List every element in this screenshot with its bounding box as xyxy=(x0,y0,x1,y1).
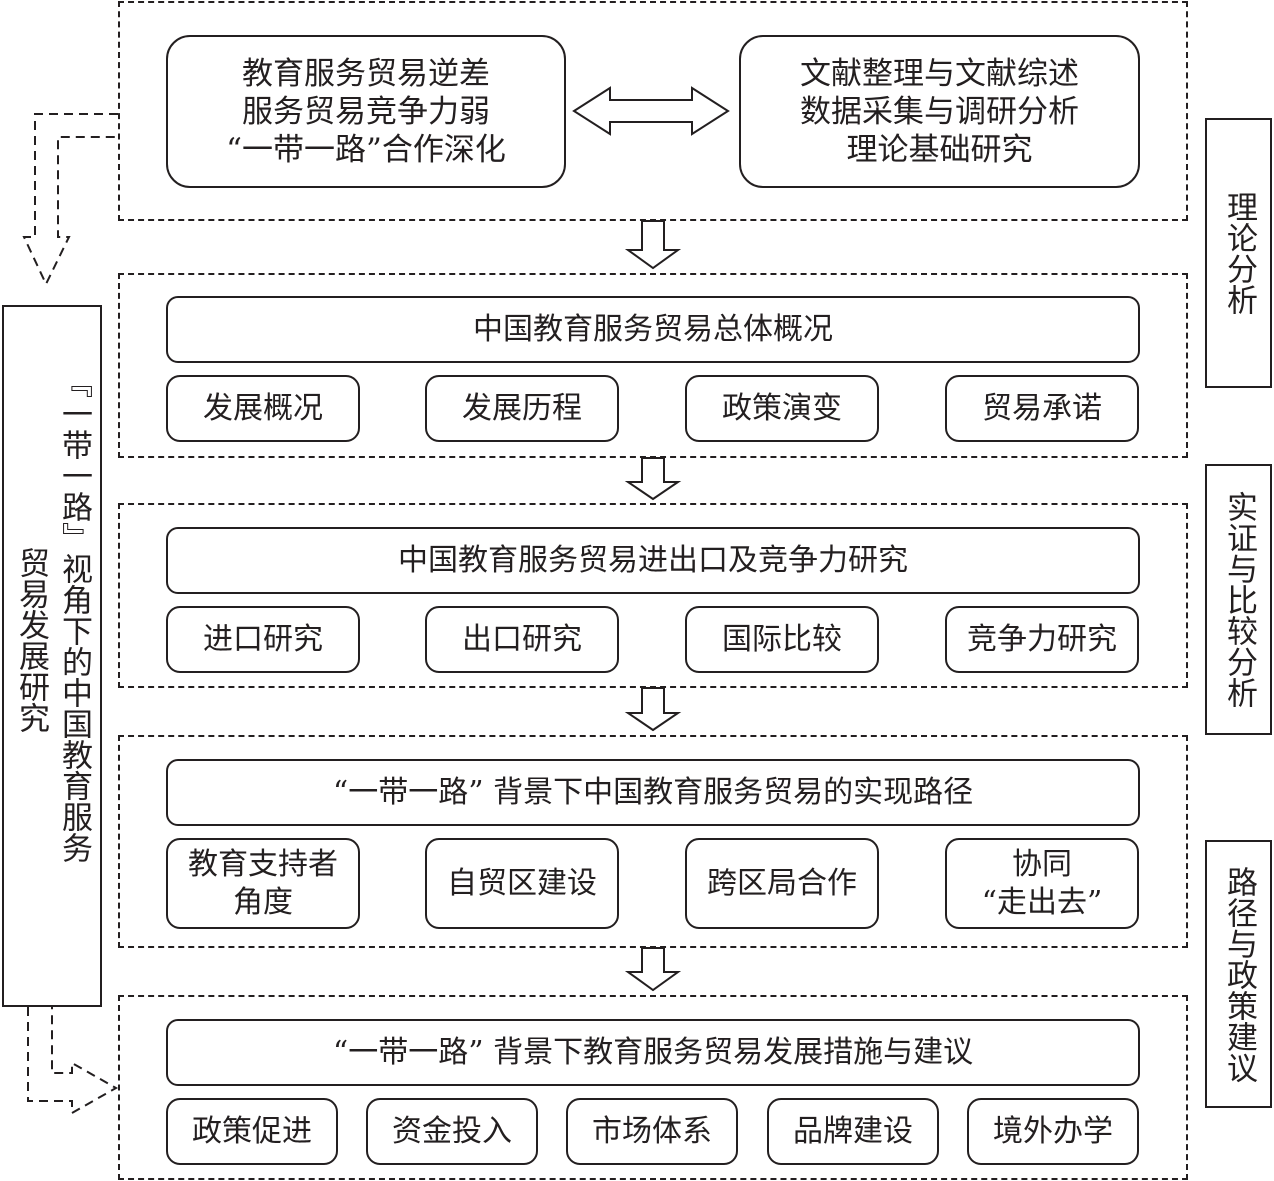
stage-label-theory: 理论分析 xyxy=(1205,118,1272,388)
overview-item: 政策演变 xyxy=(685,375,879,442)
research-topic-line2: 贸易发展研究 xyxy=(13,547,49,733)
research-topic-line1: 『一带一路』视角下的中国教育服务 xyxy=(56,367,92,863)
dashed-right-arrow-icon xyxy=(27,1007,119,1115)
import-export-item: 竞争力研究 xyxy=(945,606,1139,673)
realization-path-item: 协同 “走出去” xyxy=(945,838,1139,929)
realization-path-item: 跨区局合作 xyxy=(685,838,879,929)
problem-box: 教育服务贸易逆差 服务贸易竞争力弱 “一带一路”合作深化 xyxy=(166,35,566,188)
down-arrow-icon xyxy=(624,457,682,501)
overview-item: 发展概况 xyxy=(166,375,360,442)
dashed-down-arrow-icon xyxy=(22,113,118,287)
stage-label-text: 理论分析 xyxy=(1221,191,1257,315)
methods-box: 文献整理与文献综述 数据采集与调研分析 理论基础研究 xyxy=(739,35,1140,188)
stage-label-text: 路径与政策建议 xyxy=(1221,865,1257,1083)
section-measures xyxy=(118,995,1188,1180)
down-arrow-icon xyxy=(624,687,682,732)
realization-path-item: 教育支持者 角度 xyxy=(166,838,360,929)
import-export-item: 进口研究 xyxy=(166,606,360,673)
down-arrow-icon xyxy=(624,947,682,992)
measures-item: 境外办学 xyxy=(967,1098,1139,1165)
stage-label-policy: 路径与政策建议 xyxy=(1205,840,1272,1108)
realization-path-item: 自贸区建设 xyxy=(425,838,619,929)
measures-item: 政策促进 xyxy=(166,1098,338,1165)
import-export-item: 国际比较 xyxy=(685,606,879,673)
measures-title-box: “一带一路” 背景下教育服务贸易发展措施与建议 xyxy=(166,1019,1140,1086)
measures-item: 资金投入 xyxy=(366,1098,538,1165)
overview-item: 发展历程 xyxy=(425,375,619,442)
measures-item: 品牌建设 xyxy=(767,1098,939,1165)
overview-item: 贸易承诺 xyxy=(945,375,1139,442)
down-arrow-icon xyxy=(624,220,682,270)
measures-item: 市场体系 xyxy=(566,1098,738,1165)
research-topic-box: 『一带一路』视角下的中国教育服务 贸易发展研究 xyxy=(2,305,102,1007)
stage-label-empirical: 实证与比较分析 xyxy=(1205,464,1272,735)
stage-label-text: 实证与比较分析 xyxy=(1221,491,1257,708)
realization-path-title-box: “一带一路” 背景下中国教育服务贸易的实现路径 xyxy=(166,759,1140,826)
import-export-item: 出口研究 xyxy=(425,606,619,673)
overview-title-box: 中国教育服务贸易总体概况 xyxy=(166,296,1140,363)
import-export-title-box: 中国教育服务贸易进出口及竞争力研究 xyxy=(166,527,1140,594)
